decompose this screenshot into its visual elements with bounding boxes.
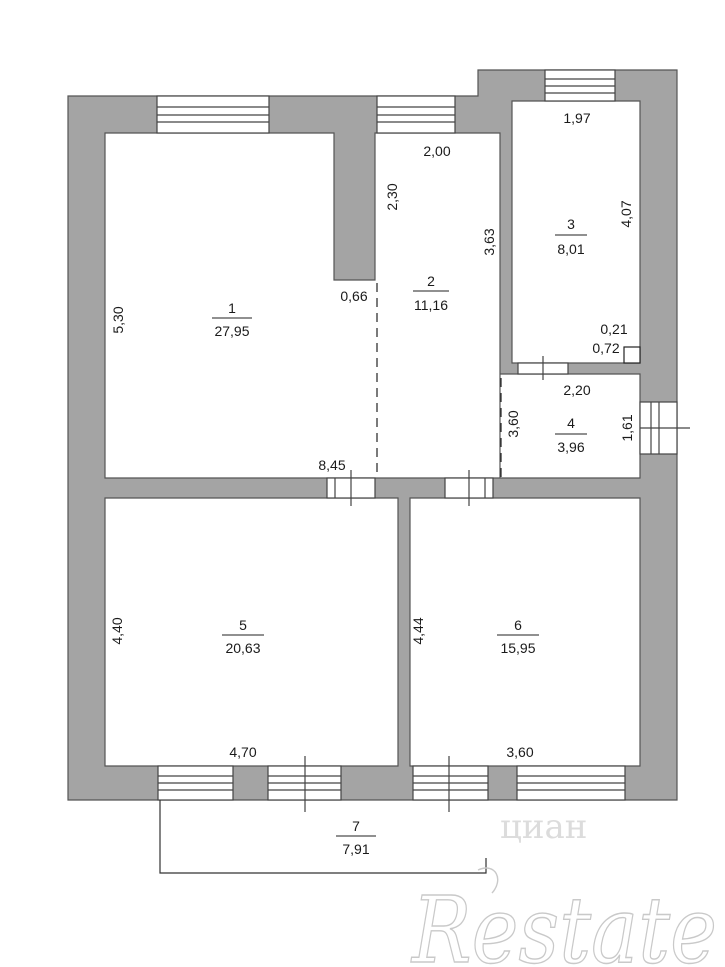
room-5-label: 5 20,63	[222, 617, 264, 656]
cian-watermark: циан	[500, 807, 587, 847]
window-top-1	[156, 95, 270, 134]
dim-r3-niche-b: 0,72	[592, 340, 619, 356]
dim-r3-niche-a: 0,21	[600, 321, 627, 337]
dim-r6-height: 4,44	[410, 617, 426, 644]
dim-r4-height-right: 1,61	[619, 414, 635, 441]
room-4-label: 4 3,96	[555, 415, 587, 455]
room-number: 4	[567, 415, 575, 431]
room-area: 7,91	[342, 841, 369, 857]
dim-r3-width: 1,97	[563, 110, 590, 126]
room-number: 5	[239, 617, 247, 633]
room-3-label: 3 8,01	[555, 216, 587, 257]
room-2-label: 2 11,16	[413, 273, 449, 313]
walls	[67, 69, 678, 801]
room-area: 27,95	[214, 323, 249, 339]
restate-swash	[477, 867, 499, 894]
dim-r1-height: 5,30	[110, 306, 126, 333]
room-6-label: 6 15,95	[497, 617, 539, 656]
dim-r1-width: 8,45	[318, 457, 345, 473]
door-room1-room5	[326, 470, 376, 506]
window-bottom-4	[516, 765, 626, 801]
dim-r4-height-left: 3,60	[505, 410, 521, 437]
room-area: 3,96	[557, 439, 584, 455]
room-7-label: 7 7,91	[336, 818, 376, 857]
room-number: 6	[514, 617, 522, 633]
room-number: 7	[352, 818, 360, 834]
dim-r5-width: 4,70	[229, 744, 256, 760]
dim-r2-width: 2,00	[423, 143, 450, 159]
dim-partition-height: 2,30	[384, 183, 400, 210]
restate-watermark: Restate	[410, 877, 717, 967]
dim-partition-width: 0,66	[340, 288, 367, 304]
terrace-outline	[159, 800, 487, 874]
window-top-2	[376, 95, 456, 134]
window-right	[639, 401, 690, 455]
door-room2-room6	[444, 470, 494, 506]
dim-r2-height: 3,63	[481, 228, 497, 255]
window-bottom-3	[412, 756, 489, 812]
room3-niche	[623, 346, 641, 364]
dim-r4-width: 2,20	[563, 382, 590, 398]
dim-r6-width: 3,60	[506, 744, 533, 760]
room-number: 2	[427, 273, 435, 289]
room-1-label: 1 27,95	[212, 300, 252, 339]
door-room3-room4	[517, 356, 569, 380]
window-top-3	[544, 69, 616, 102]
window-bottom-1	[157, 765, 234, 801]
window-bottom-2	[267, 756, 342, 812]
dim-r5-height: 4,40	[109, 617, 125, 644]
room-area: 15,95	[500, 640, 535, 656]
room-area: 11,16	[414, 297, 448, 313]
room-number: 1	[228, 300, 236, 316]
room-area: 8,01	[557, 241, 584, 257]
room-area: 20,63	[225, 640, 260, 656]
dim-r3-height: 4,07	[618, 200, 634, 227]
room-number: 3	[567, 216, 575, 232]
